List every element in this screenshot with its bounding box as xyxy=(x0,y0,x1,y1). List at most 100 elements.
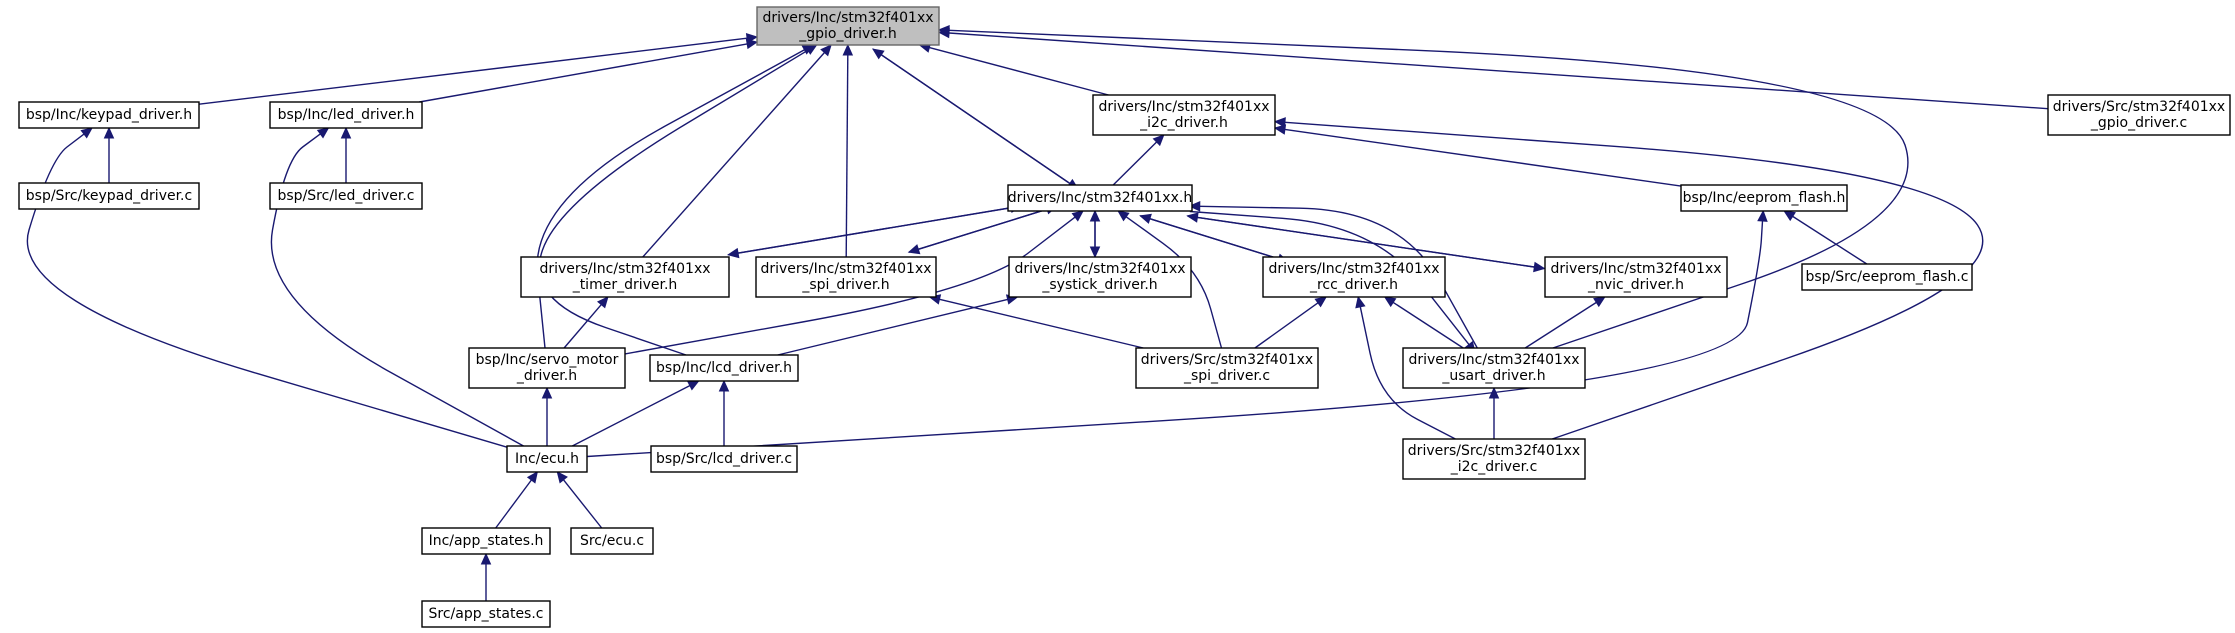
node-box[interactable] xyxy=(18,101,200,129)
node-lcd-c[interactable]: bsp/Src/lcd_driver.c xyxy=(650,445,798,473)
node-led-c[interactable]: bsp/Src/led_driver.c xyxy=(269,182,423,210)
edge-arrowhead xyxy=(1593,296,1606,308)
edge-led_c-to-led_h xyxy=(340,126,352,183)
node-label: _spi_driver.h xyxy=(801,277,889,293)
node-label: drivers/Src/stm32f401xx xyxy=(1408,443,1580,459)
node-usart-h[interactable]: drivers/Inc/stm32f401xx_usart_driver.h xyxy=(1402,347,1586,389)
node-label: _spi_driver.c xyxy=(1183,368,1270,384)
node-label: drivers/Inc/stm32f401xx xyxy=(1098,99,1269,115)
node-box[interactable] xyxy=(1801,263,1973,291)
node-spi-h[interactable]: drivers/Inc/stm32f401xx_spi_driver.h xyxy=(755,256,937,298)
node-box[interactable] xyxy=(1008,256,1192,298)
edge-stm32_h-to-systick_h xyxy=(1089,211,1101,259)
edge-arrowhead xyxy=(316,127,330,139)
node-label: drivers/Src/stm32f401xx xyxy=(2053,99,2225,115)
edge-keypad_c-to-keypad_h xyxy=(103,126,115,183)
edge-arrowhead xyxy=(1071,210,1084,222)
node-lcd-h[interactable]: bsp/Inc/lcd_driver.h xyxy=(649,354,799,382)
node-keypad-c[interactable]: bsp/Src/keypad_driver.c xyxy=(18,182,200,210)
edge-line xyxy=(737,205,1022,254)
edge-lcd_c-to-lcd_h xyxy=(718,379,730,446)
edge-ecu_h-to-keypad_h xyxy=(26,127,508,448)
node-nvic-h[interactable]: drivers/Inc/stm32f401xx_nvic_driver.h xyxy=(1544,256,1728,298)
edge-arrowhead xyxy=(80,127,93,139)
edge-eeprom_c-to-eeprom_h xyxy=(1783,210,1868,265)
node-box[interactable] xyxy=(649,354,799,382)
edge-arrowhead xyxy=(1783,210,1796,222)
edge-keypad_h-to-gpio_h xyxy=(198,32,759,105)
node-label: _nvic_driver.h xyxy=(1587,277,1684,293)
node-box[interactable] xyxy=(1680,184,1848,212)
node-box[interactable] xyxy=(1402,347,1586,389)
edge-usart_h-to-gpio_h xyxy=(937,25,1909,349)
node-servo-h[interactable]: bsp/Inc/servo_motor_driver.h xyxy=(468,347,626,389)
node-box[interactable] xyxy=(2047,94,2231,136)
edge-servo_h-to-gpio_h xyxy=(536,44,815,349)
node-box[interactable] xyxy=(755,256,937,298)
node-eeprom-c[interactable]: bsp/Src/eeprom_flash.c xyxy=(1801,263,1973,291)
node-label: Inc/app_states.h xyxy=(429,533,544,549)
node-box[interactable] xyxy=(1262,256,1446,298)
edge-line xyxy=(1359,306,1456,440)
node-label: bsp/Inc/servo_motor xyxy=(476,352,619,368)
node-box[interactable] xyxy=(1007,184,1193,212)
node-label: drivers/Inc/stm32f401xx xyxy=(539,261,710,277)
node-gpio-h[interactable]: drivers/Inc/stm32f401xx_gpio_driver.h xyxy=(756,6,940,46)
node-box[interactable] xyxy=(520,256,730,298)
edge-arrowhead xyxy=(1757,209,1768,222)
edge-line xyxy=(536,49,805,349)
node-ecu-c[interactable]: Src/ecu.c xyxy=(570,527,654,555)
node-app-states-c[interactable]: Src/app_states.c xyxy=(421,600,551,628)
edge-arrowhead xyxy=(556,471,568,484)
node-box[interactable] xyxy=(468,347,626,389)
node-led-h[interactable]: bsp/Inc/led_driver.h xyxy=(269,101,423,129)
node-label: drivers/Inc/stm32f401xx xyxy=(1408,352,1579,368)
node-spi-c[interactable]: drivers/Src/stm32f401xx_spi_driver.c xyxy=(1135,347,1319,389)
edge-servo_h-to-stm32_h xyxy=(624,210,1084,355)
node-app-states-h[interactable]: Inc/app_states.h xyxy=(421,527,551,555)
node-label: bsp/Src/lcd_driver.c xyxy=(656,451,792,467)
node-box[interactable] xyxy=(570,527,654,555)
node-label: _timer_driver.h xyxy=(572,277,678,293)
node-eeprom-h[interactable]: bsp/Inc/eeprom_flash.h xyxy=(1680,184,1848,212)
node-box[interactable] xyxy=(269,182,423,210)
edge-gpio_h-to-stm32_h xyxy=(872,48,1080,190)
node-label: _gpio_driver.h xyxy=(798,26,896,42)
node-box[interactable] xyxy=(269,101,423,129)
node-keypad-h[interactable]: bsp/Inc/keypad_driver.h xyxy=(18,101,200,129)
node-ecu-h[interactable]: Inc/ecu.h xyxy=(506,445,588,473)
edge-eeprom_h-to-i2c_h xyxy=(1273,124,1682,187)
edge-usart_h-to-nvic_h xyxy=(1524,296,1606,349)
edge-timer_h-to-gpio_h xyxy=(642,44,832,258)
node-box[interactable] xyxy=(1544,256,1728,298)
node-rcc-h[interactable]: drivers/Inc/stm32f401xx_rcc_driver.h xyxy=(1262,256,1446,298)
node-label: Inc/ecu.h xyxy=(515,451,579,467)
node-box[interactable] xyxy=(18,182,200,210)
edge-line xyxy=(571,384,691,447)
node-stm32-h[interactable]: drivers/Inc/stm32f401xx.h xyxy=(1007,184,1193,212)
node-box[interactable] xyxy=(421,527,551,555)
edge-line xyxy=(1112,141,1158,186)
edge-line xyxy=(642,52,826,258)
node-box[interactable] xyxy=(1092,94,1276,136)
node-box[interactable] xyxy=(756,6,940,46)
node-box[interactable] xyxy=(1135,347,1319,389)
edge-ecu_c-to-ecu_h xyxy=(556,471,603,529)
node-label: bsp/Inc/lcd_driver.h xyxy=(656,360,792,376)
node-box[interactable] xyxy=(506,445,588,473)
node-i2c-c[interactable]: drivers/Src/stm32f401xx_i2c_driver.c xyxy=(1402,438,1586,480)
node-label: _i2c_driver.c xyxy=(1450,459,1538,475)
edge-arrowhead xyxy=(1152,134,1165,147)
edge-i2c_c-to-usart_h xyxy=(1488,386,1500,439)
edge-spi_c-to-stm32_h xyxy=(1117,210,1223,349)
node-gpio-c[interactable]: drivers/Src/stm32f401xx_gpio_driver.c xyxy=(2047,94,2231,136)
edge-arrowhead xyxy=(1273,124,1287,135)
node-i2c-h[interactable]: drivers/Inc/stm32f401xx_i2c_driver.h xyxy=(1092,94,1276,136)
node-timer-h[interactable]: drivers/Inc/stm32f401xx_timer_driver.h xyxy=(520,256,730,298)
node-box[interactable] xyxy=(421,600,551,628)
node-box[interactable] xyxy=(1402,438,1586,480)
node-systick-h[interactable]: drivers/Inc/stm32f401xx_systick_driver.h xyxy=(1008,256,1192,298)
node-label: drivers/Inc/stm32f401xx.h xyxy=(1008,190,1192,206)
node-box[interactable] xyxy=(650,445,798,473)
